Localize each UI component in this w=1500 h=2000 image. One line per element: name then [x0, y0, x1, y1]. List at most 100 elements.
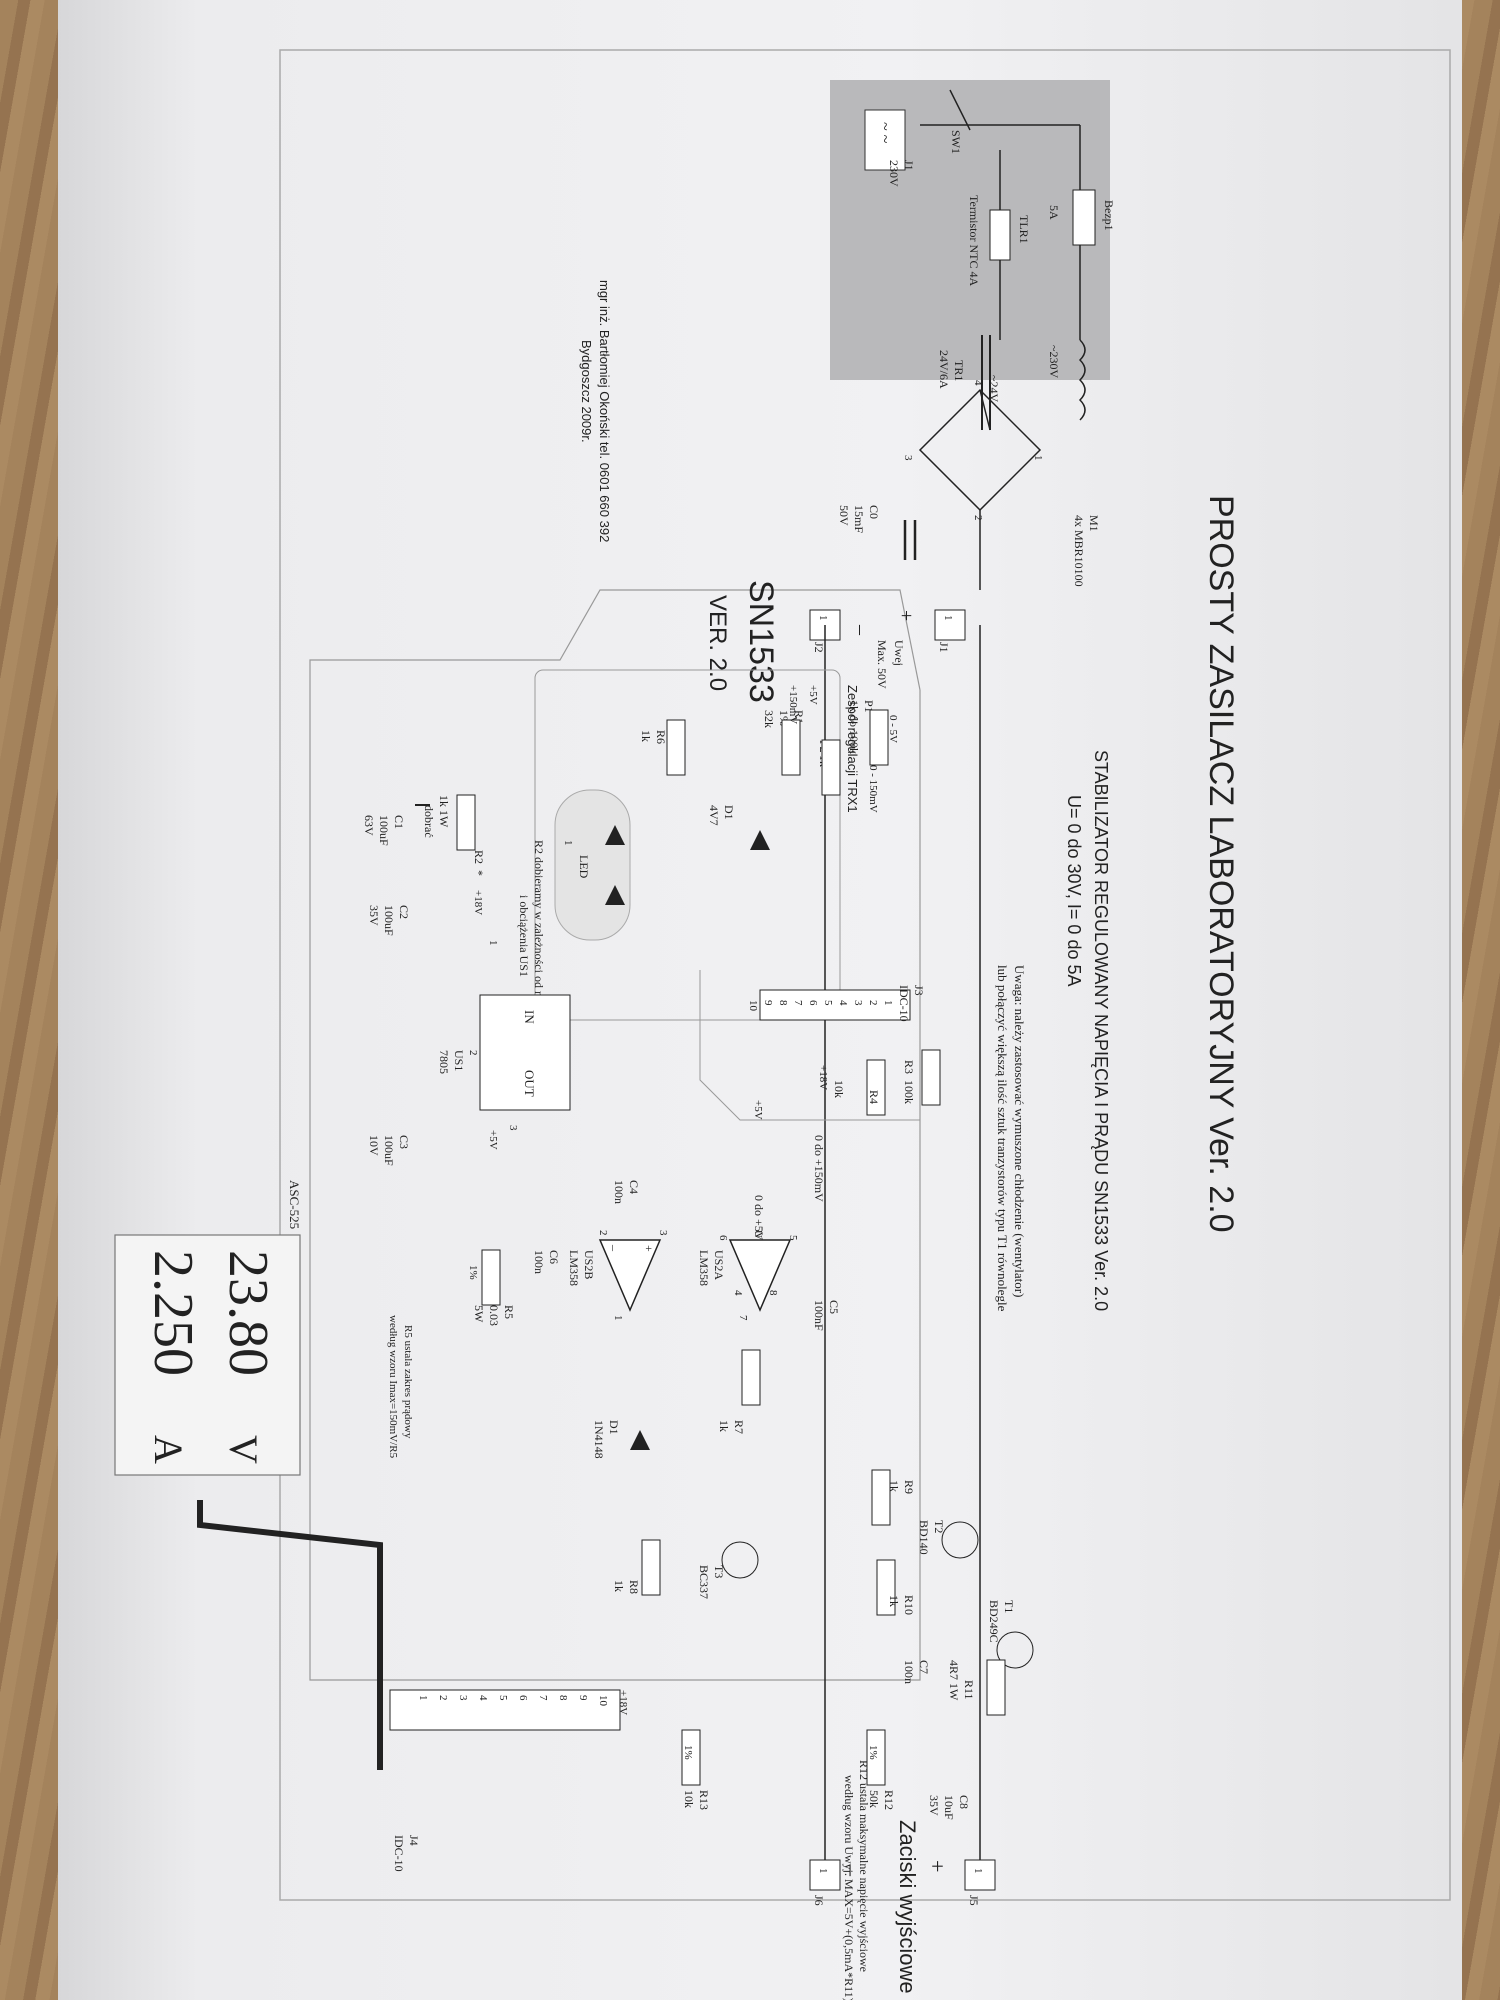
- board-name: SN1533: [742, 580, 780, 703]
- transformer-rating: 24V/6A: [937, 350, 951, 389]
- c2-ref: C2: [397, 905, 411, 919]
- j2-pin: 1: [817, 615, 829, 621]
- bridge-ref: M1: [1087, 515, 1101, 532]
- j4-ref: J4: [407, 1835, 421, 1846]
- c3-ref: C3: [397, 1135, 411, 1149]
- r7-value: 1k: [717, 1420, 731, 1432]
- r9-value: 1k: [887, 1480, 901, 1492]
- r2-resistor: [456, 794, 476, 851]
- c3-value: 100uF: [382, 1135, 396, 1166]
- r12-note-2: według wzoru Uwyj. MAX=5V+(0,5mA*R11): [842, 1775, 856, 2000]
- bridge-pin-1: 1: [1032, 455, 1044, 461]
- j3-pin-1: 1: [882, 1000, 894, 1006]
- r1-value: 32k: [762, 710, 776, 728]
- c1-ref: C1: [392, 815, 406, 829]
- range-i: 0 - 150mV: [867, 765, 879, 813]
- j4-pin-2: 2: [437, 1695, 449, 1701]
- c5-ref: C5: [827, 1300, 841, 1314]
- j3-pin-9: 9: [762, 1000, 774, 1006]
- c2-value: 100uF: [382, 905, 396, 936]
- j4-pin-10: 10: [597, 1695, 609, 1707]
- mains-voltage: 230V: [887, 160, 901, 187]
- r11-resistor: [986, 1659, 1006, 1716]
- us1-plus5: +5V: [487, 1130, 499, 1150]
- switch-ref: SW1: [949, 130, 963, 154]
- r6-value: 1k: [639, 730, 653, 742]
- note-cooling-1: Uwaga: należy zastosować wymuszone chłod…: [1012, 965, 1027, 1297]
- r2-pin: 1: [487, 940, 499, 946]
- range-spec: U= 0 do 30V, I= 0 do 5A: [1064, 795, 1084, 987]
- c1-voltage: 63V: [362, 815, 376, 836]
- j3-pin-10: 10: [747, 1000, 759, 1012]
- fuse-value: 5A: [1047, 205, 1061, 220]
- r2-note-line-2: i obciążenia US1: [517, 895, 531, 977]
- note-cooling-2: lub połączyć większą ilość sztuk tranzys…: [995, 965, 1010, 1312]
- r2-ref: R2: [472, 850, 486, 864]
- c4-value: 100n: [612, 1180, 626, 1204]
- r1-resistor: [781, 719, 801, 776]
- r8-value: 1k: [612, 1580, 626, 1592]
- j3-pin-2: 2: [867, 1000, 879, 1006]
- fuse-ref: Bezp1: [1102, 200, 1116, 231]
- transformer-primary: ~230V: [1047, 345, 1061, 378]
- pcb-outline: [309, 589, 921, 1681]
- us2a-pin5: 5: [787, 1235, 799, 1241]
- input-minus: –: [850, 624, 872, 636]
- j4-connector: [389, 1689, 621, 1731]
- j5-ref: J5: [967, 1895, 981, 1906]
- d1-value: 1N4148: [592, 1420, 606, 1459]
- led-1: [605, 825, 625, 845]
- zener-value: 4V7: [707, 805, 721, 826]
- transformer-primary-coil: [1078, 339, 1086, 421]
- r10-value: 1k: [887, 1595, 901, 1607]
- d1-diode: [630, 1430, 650, 1450]
- c6-value: 100n: [532, 1250, 546, 1274]
- us2b-plus: +: [642, 1245, 656, 1252]
- r10-resistor: [876, 1559, 896, 1616]
- r12-resistor: [866, 1729, 886, 1786]
- r5-note-2: według wzoru Imax=150mV/R5: [387, 1315, 399, 1459]
- r5-ref: R5: [502, 1305, 516, 1319]
- output-plus: +: [925, 1860, 950, 1872]
- p1-potentiometer: [869, 709, 889, 766]
- input-max: Max. 50V: [875, 640, 889, 689]
- meter-voltage-unit: V: [221, 1435, 266, 1464]
- r7-resistor: [741, 1349, 761, 1406]
- us2a-pin8: 8: [767, 1290, 779, 1296]
- p1-value: 1k do 100k: [847, 700, 861, 754]
- c2-voltage: 35V: [367, 905, 381, 926]
- c8-ref: C8: [957, 1795, 971, 1809]
- input-uwej: Uwej: [892, 640, 906, 666]
- board-version: VER. 2.0: [704, 595, 731, 691]
- r12-tol: 1%: [867, 1745, 879, 1760]
- bridge-pin-4: 4: [972, 380, 984, 386]
- c0-ref: C0: [867, 505, 881, 519]
- j3-pin-8: 8: [777, 1000, 789, 1006]
- t3-transistor: [721, 1541, 759, 1579]
- us2a-pin7: 7: [737, 1315, 749, 1321]
- t2-transistor: [941, 1521, 979, 1559]
- transformer-secondary: ~24V: [987, 375, 1001, 402]
- reg-plus5: +5V: [807, 685, 819, 705]
- r11-ref: R11: [962, 1680, 976, 1700]
- net-voltage: 0 do +5V: [752, 1195, 766, 1241]
- us1-pin3: 3: [507, 1125, 519, 1131]
- us1-value: 7805: [437, 1050, 451, 1074]
- regulation-box: [534, 669, 841, 1021]
- r9-ref: R9: [902, 1480, 916, 1494]
- r12-note-1: R12 ustala maksymalne napięcie wyjściowe: [857, 1760, 871, 1972]
- c5-value: 100nF: [812, 1300, 826, 1331]
- p2-potentiometer: [821, 739, 841, 796]
- switch-blade: [949, 89, 971, 131]
- mains-connector: [864, 109, 906, 171]
- j5-pin: 1: [972, 1868, 984, 1874]
- j4-pins: 10 9 8 7 6 5 4 3 2 1: [417, 1695, 609, 1707]
- meter-voltage-readout: 23.80: [217, 1250, 279, 1376]
- us2a-u: U: [752, 1230, 764, 1238]
- us1-gnd: 2: [467, 1050, 479, 1056]
- r11-value: 4R7 1W: [947, 1660, 961, 1701]
- j5-terminal: [964, 1859, 996, 1891]
- us2b-value: LM358: [567, 1250, 581, 1286]
- c8-voltage: 35V: [927, 1795, 941, 1816]
